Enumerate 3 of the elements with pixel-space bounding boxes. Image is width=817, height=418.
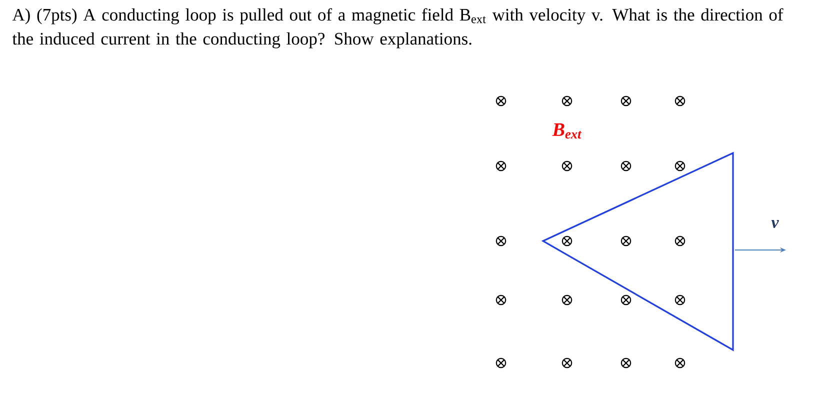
field-label: B$_{ext}$ [552, 123, 582, 139]
velocity-label: v [771, 220, 779, 228]
question-text: A) (7pts) A conducting loop is pulled out of a magnetic field B$_{ext}$ with velocity v. What is the direction of the induced current in the conducting loop? Show explanations. [12, 8, 784, 48]
